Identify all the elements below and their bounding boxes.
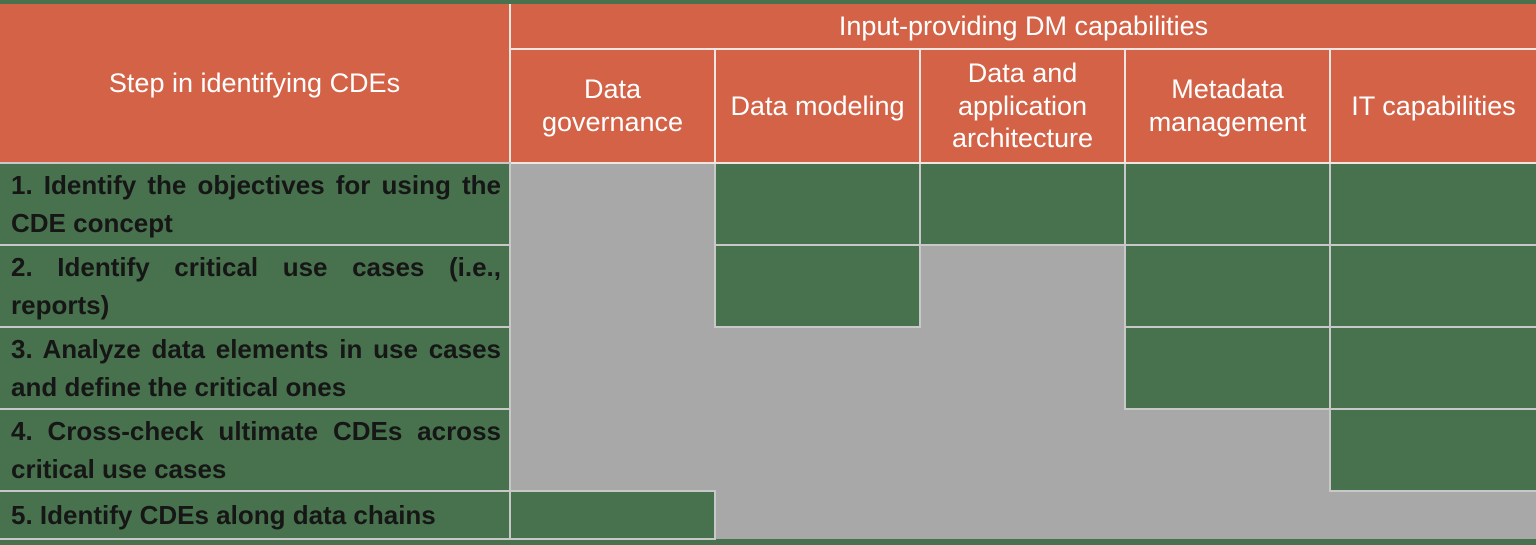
matrix-cell-step1-data-governance [509, 162, 716, 246]
step-row-5-label: 5. Identify CDEs along data chains [0, 490, 511, 540]
matrix-cell-step4-data-and-application-architecture [919, 408, 1126, 492]
step-row-1-label: 1. Identify the objectives for using the… [0, 162, 511, 246]
matrix-cell-step1-data-and-application-architecture [919, 162, 1126, 246]
col-header-metadata-management: Metadata management [1124, 48, 1331, 164]
matrix-cell-step3-data-modeling [714, 326, 921, 410]
matrix-cell-step2-data-governance [509, 244, 716, 328]
matrix-cell-step5-it-capabilities [1329, 490, 1536, 539]
matrix-cell-step2-it-capabilities [1329, 244, 1536, 328]
matrix-cell-step4-data-modeling [714, 408, 921, 492]
matrix-cell-step5-metadata-management [1124, 490, 1331, 539]
corner-header-step-in-identifying-cdes: Step in identifying CDEs [0, 4, 511, 164]
matrix-cell-step3-metadata-management [1124, 326, 1331, 410]
matrix-cell-step4-data-governance [509, 408, 716, 492]
matrix-cell-step4-it-capabilities [1329, 408, 1536, 492]
col-header-data-modeling: Data modeling [714, 48, 921, 164]
step-row-4-label: 4. Cross-check ultimate CDEs across crit… [0, 408, 511, 492]
matrix-cell-step2-data-and-application-architecture [919, 244, 1126, 328]
matrix-cell-step3-data-governance [509, 326, 716, 410]
step-row-3-label: 3. Analyze data elements in use cases an… [0, 326, 511, 410]
col-header-data-and-application-architecture: Data and application architecture [919, 48, 1126, 164]
matrix-cell-step2-metadata-management [1124, 244, 1331, 328]
col-header-data-governance: Data governance [509, 48, 716, 164]
matrix-cell-step5-data-and-application-architecture [919, 490, 1126, 539]
matrix-cell-step2-data-modeling [714, 244, 921, 328]
group-header-input-providing-dm-capabilities: Input-providing DM capabilities [509, 4, 1536, 50]
step-row-2-label: 2. Identify critical use cases (i.e., re… [0, 244, 511, 328]
matrix-cell-step3-data-and-application-architecture [919, 326, 1126, 410]
matrix-cell-step4-metadata-management [1124, 408, 1331, 492]
matrix-cell-step5-data-governance [509, 490, 716, 540]
cde-capability-matrix: Step in identifying CDEs Input-providing… [0, 4, 1536, 540]
matrix-cell-step1-metadata-management [1124, 162, 1331, 246]
col-header-it-capabilities: IT capabilities [1329, 48, 1536, 164]
matrix-cell-step3-it-capabilities [1329, 326, 1536, 410]
matrix-cell-step1-it-capabilities [1329, 162, 1536, 246]
matrix-cell-step5-data-modeling [714, 490, 921, 539]
matrix-cell-step1-data-modeling [714, 162, 921, 246]
